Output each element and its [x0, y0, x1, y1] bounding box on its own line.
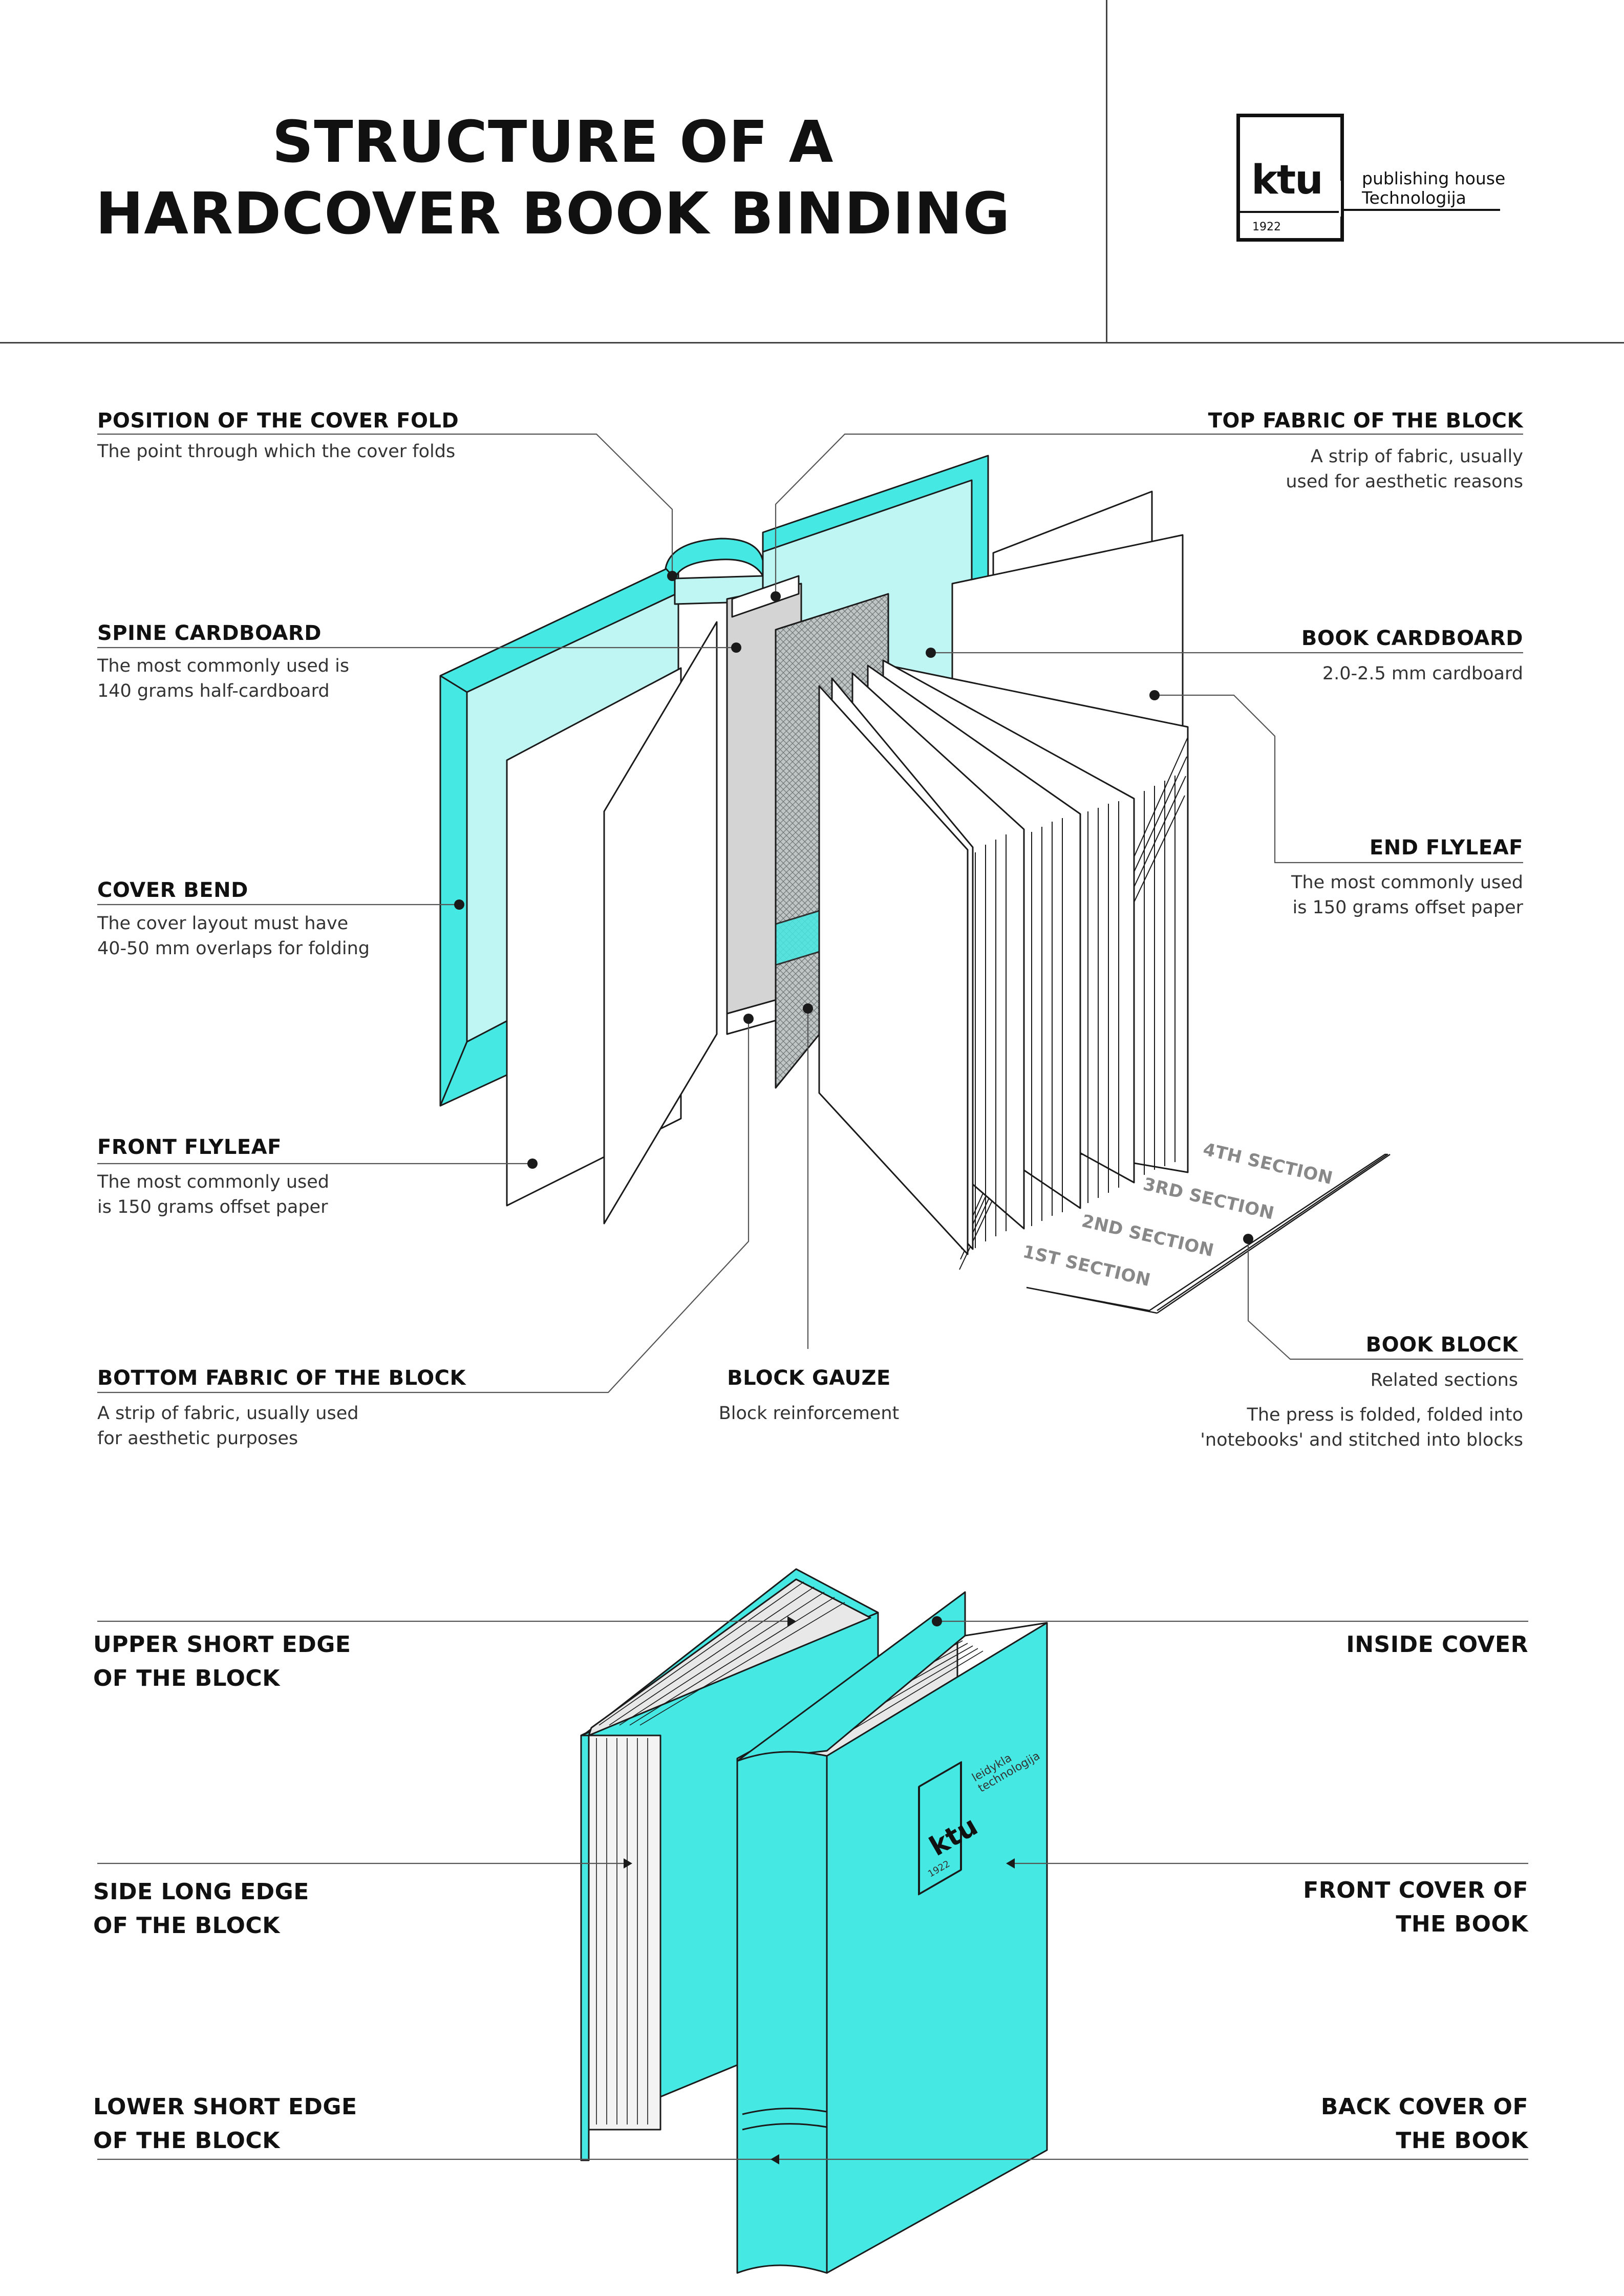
cover-logo [918, 1761, 962, 1896]
front-book [736, 1591, 1048, 2274]
label-inside-cover: INSIDE COVER [1221, 1628, 1528, 1662]
label-book-block-title: BOOK BLOCK [1365, 1333, 1518, 1357]
block-page-lines [975, 776, 1176, 1248]
title-line-2: HARDCOVER BOOK BINDING [95, 181, 1011, 247]
top-fabric-strip [731, 575, 800, 618]
label-upper-edge-line-1: UPPER SHORT EDGE [93, 1632, 351, 1658]
publisher-name: publishing house Technologija [1362, 169, 1505, 208]
label-cover-bend-desc-2: 40-50 mm overlaps for folding [97, 938, 370, 959]
label-side-edge: SIDE LONG EDGE OF THE BLOCK [93, 1875, 309, 1943]
label-upper-edge-line-2: OF THE BLOCK [93, 1665, 280, 1691]
label-side-edge-line-1: SIDE LONG EDGE [93, 1879, 309, 1905]
label-side-edge-line-2: OF THE BLOCK [93, 1913, 280, 1939]
label-end-flyleaf-title: END FLYLEAF [1369, 836, 1523, 860]
label-lower-edge-line-2: OF THE BLOCK [93, 2128, 280, 2154]
leader-lines-upper [97, 433, 1523, 1393]
label-back-cover: BACK COVER OF THE BOOK [1221, 2090, 1528, 2158]
header-divider-vertical [1106, 0, 1107, 342]
label-book-block-desc-2: The press is folded, folded into [1247, 1405, 1523, 1425]
label-top-fabric-desc-1: A strip of fabric, usually [1310, 446, 1523, 467]
logo-text: ktu [1251, 157, 1323, 203]
section-bracket [1026, 1153, 1391, 1314]
label-top-fabric-title: TOP FABRIC OF THE BLOCK [1208, 409, 1523, 433]
logo-gap [1339, 181, 1341, 217]
label-cover-fold-title: POSITION OF THE COVER FOLD [97, 409, 459, 433]
label-front-cover-line-1: FRONT COVER OF [1303, 1877, 1528, 1903]
publisher-line-1: publishing house [1362, 168, 1506, 188]
label-bottom-fabric-desc-1: A strip of fabric, usually used [97, 1403, 359, 1424]
label-front-cover-line-2: THE BOOK [1396, 1911, 1528, 1937]
label-block-gauze-desc: Block reinforcement [718, 1403, 900, 1424]
label-back-cover-line-2: THE BOOK [1396, 2128, 1528, 2154]
label-cover-fold-desc: The point through which the cover folds [97, 441, 456, 462]
front-flyleaf-sheets [506, 621, 718, 1225]
label-upper-edge: UPPER SHORT EDGE OF THE BLOCK [93, 1628, 351, 1696]
label-cover-bend-desc-1: The cover layout must have [97, 913, 349, 934]
header-divider-horizontal [0, 342, 1624, 344]
label-front-flyleaf-title: FRONT FLYLEAF [97, 1135, 282, 1159]
label-spine-cardboard-desc-2: 140 grams half-cardboard [97, 681, 330, 701]
label-book-cardboard-desc: 2.0-2.5 mm cardboard [1322, 663, 1523, 684]
publisher-line-2: Technologija [1362, 188, 1466, 208]
label-end-flyleaf-desc-2: is 150 grams offset paper [1292, 897, 1523, 918]
label-bottom-fabric-title: BOTTOM FABRIC OF THE BLOCK [97, 1366, 466, 1390]
label-front-flyleaf-desc-2: is 150 grams offset paper [97, 1197, 328, 1217]
label-front-cover: FRONT COVER OF THE BOOK [1221, 1874, 1528, 1941]
label-spine-cardboard-desc-1: The most commonly used is [97, 656, 350, 676]
label-block-gauze-title: BLOCK GAUZE [727, 1366, 891, 1390]
title-line-1: STRUCTURE OF A [272, 109, 834, 176]
label-lower-edge-line-1: LOWER SHORT EDGE [93, 2094, 357, 2120]
label-inside-cover-line-1: INSIDE COVER [1346, 1632, 1528, 1658]
label-end-flyleaf-desc-1: The most commonly used [1291, 872, 1523, 893]
label-book-block-desc-1: Related sections [1370, 1370, 1518, 1390]
ktu-logo: ktu 1922 [1236, 114, 1344, 242]
book-block-sections [818, 659, 1189, 1270]
label-book-block-desc-3: 'notebooks' and stitched into blocks [1200, 1430, 1523, 1450]
logo-year: 1922 [1252, 221, 1281, 233]
leader-dots-upper [454, 571, 1253, 1244]
label-front-flyleaf-desc-1: The most commonly used [97, 1172, 329, 1192]
leader-lines-lower [97, 1620, 1528, 2160]
publisher-underline [1341, 209, 1500, 211]
label-cover-bend-title: COVER BEND [97, 878, 248, 902]
back-book [580, 1568, 879, 2161]
logo-rule [1240, 211, 1340, 213]
label-book-cardboard-title: BOOK CARDBOARD [1301, 627, 1523, 650]
label-back-cover-line-1: BACK COVER OF [1320, 2094, 1528, 2120]
label-spine-cardboard-title: SPINE CARDBOARD [97, 621, 322, 645]
label-bottom-fabric-desc-2: for aesthetic purposes [97, 1428, 298, 1449]
label-top-fabric-desc-2: used for aesthetic reasons [1286, 471, 1523, 492]
leader-arrows-lower [624, 1616, 1015, 2164]
label-lower-edge: LOWER SHORT EDGE OF THE BLOCK [93, 2090, 357, 2158]
